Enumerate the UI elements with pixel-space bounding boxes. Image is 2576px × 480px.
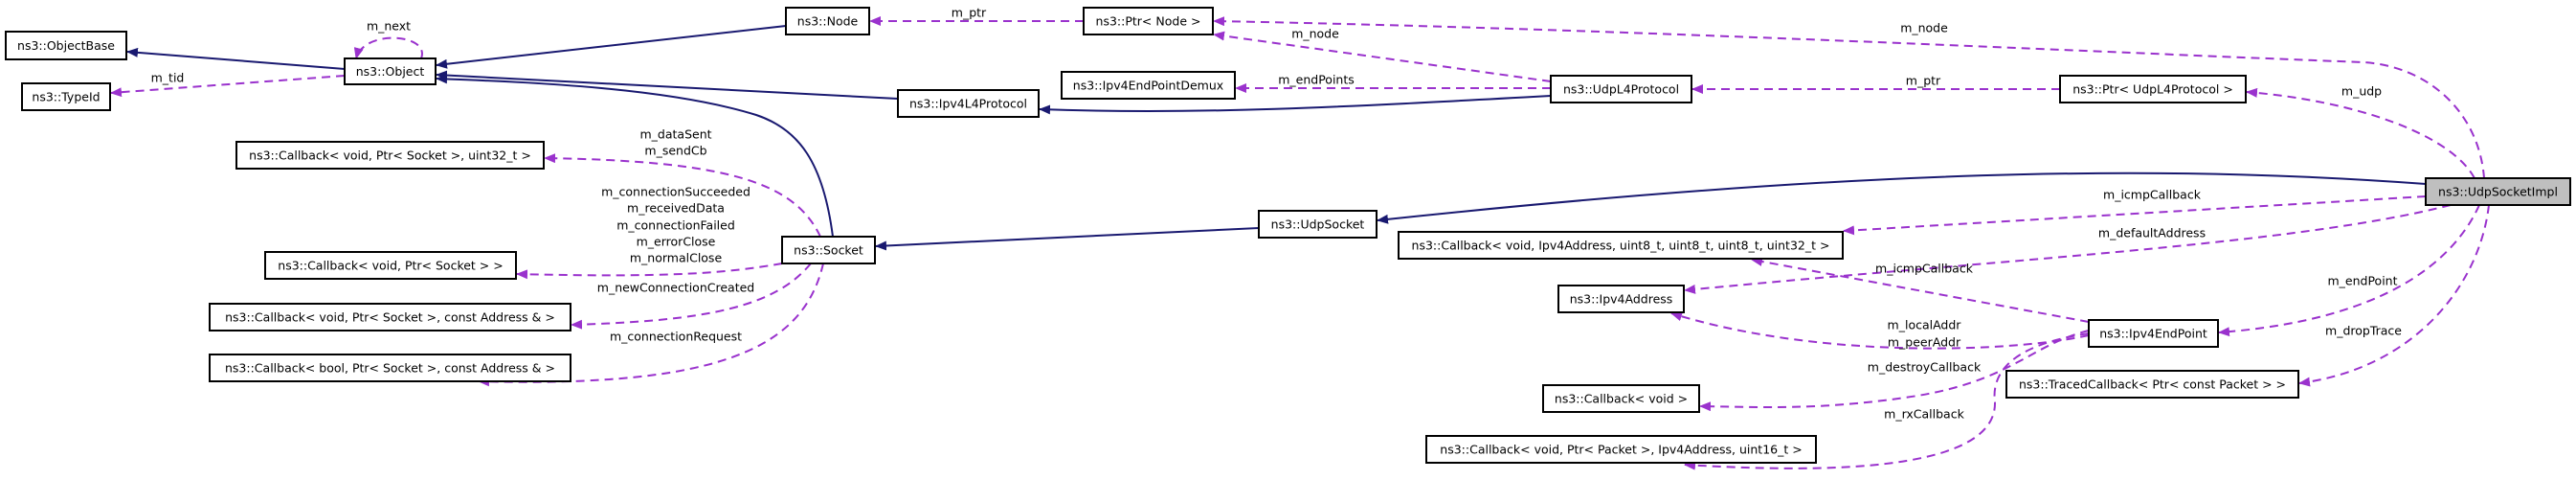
svg-text:ns3::Ipv4L4Protocol: ns3::Ipv4L4Protocol — [909, 97, 1027, 111]
node-traced-callback[interactable]: ns3::TracedCallback< Ptr< const Packet >… — [2005, 370, 2299, 399]
node-callback-bool-socket-address[interactable]: ns3::Callback< bool, Ptr< Socket >, cons… — [209, 354, 571, 382]
edge-labels: m_next m_tid m_dataSent m_sendCb m_conne… — [151, 6, 2403, 422]
edge-label: m_next — [367, 19, 411, 34]
edge-label: m_receivedData — [627, 201, 725, 216]
node-ptr-udp-l4-protocol[interactable]: ns3::Ptr< UdpL4Protocol > — [2059, 75, 2247, 103]
edge-ep-destroy — [1699, 330, 2090, 412]
svg-text:ns3::Callback< void >: ns3::Callback< void > — [1555, 392, 1688, 406]
edge-udpl4-ipv4l4 — [1039, 95, 1552, 115]
node-callback-void-socket[interactable]: ns3::Callback< void, Ptr< Socket > > — [264, 251, 517, 280]
svg-text:ns3::UdpSocket: ns3::UdpSocket — [1271, 217, 1365, 232]
node-ipv4-end-point-demux[interactable]: ns3::Ipv4EndPointDemux — [1061, 71, 1236, 100]
svg-text:ns3::Callback< void, Ptr< Sock: ns3::Callback< void, Ptr< Socket >, uint… — [249, 149, 531, 163]
edge-label: m_node — [1291, 27, 1339, 41]
edge-ipv4l4-object — [436, 70, 899, 100]
edge-udpsocketimpl-udpsocket — [1377, 171, 2427, 224]
node-ipv4-address[interactable]: ns3::Ipv4Address — [1557, 285, 1685, 313]
edge-label: m_peerAddr — [1888, 335, 1961, 350]
edge-label: m_node — [1900, 21, 1948, 35]
edge-impl-droptrace — [2298, 204, 2490, 387]
node-node[interactable]: ns3::Node — [785, 7, 870, 35]
svg-text:ns3::Callback< void, Ptr< Pack: ns3::Callback< void, Ptr< Packet >, Ipv4… — [1440, 443, 1802, 457]
svg-text:ns3::TypeId: ns3::TypeId — [32, 90, 100, 104]
svg-text:ns3::Ipv4EndPoint: ns3::Ipv4EndPoint — [2099, 327, 2207, 341]
node-ipv4-end-point[interactable]: ns3::Ipv4EndPoint — [2088, 319, 2219, 348]
edge-label: m_newConnectionCreated — [597, 281, 754, 295]
edge-m-next — [353, 36, 423, 59]
usage-edges — [110, 16, 2490, 470]
node-ipv4-l4-protocol[interactable]: ns3::Ipv4L4Protocol — [897, 89, 1040, 118]
edge-label: m_localAddr — [1888, 318, 1962, 332]
svg-text:ns3::Socket: ns3::Socket — [794, 243, 863, 258]
edge-label: m_icmpCallback — [2103, 188, 2202, 202]
node-ptr-node[interactable]: ns3::Ptr< Node > — [1083, 7, 1214, 35]
edge-socket-uint32 — [544, 153, 821, 238]
edge-socket-object — [436, 74, 834, 238]
node-udp-l4-protocol[interactable]: ns3::UdpL4Protocol — [1550, 75, 1692, 103]
edge-label: m_tid — [151, 71, 185, 85]
edge-impl-endpoint — [2218, 204, 2480, 337]
edge-impl-icmp — [1843, 195, 2427, 236]
edge-label: m_connectionSucceeded — [601, 185, 750, 199]
edge-label: m_defaultAddress — [2098, 226, 2206, 240]
svg-text:ns3::Ipv4EndPointDemux: ns3::Ipv4EndPointDemux — [1073, 79, 1223, 93]
nodes: ns3::ObjectBase ns3::Object ns3::TypeId … — [5, 7, 2571, 464]
edge-impl-ptrudp — [2246, 87, 2475, 179]
svg-text:ns3::Ipv4Address: ns3::Ipv4Address — [1570, 292, 1673, 307]
edge-label: m_connectionFailed — [616, 218, 735, 233]
edge-ep-ipv4address — [1670, 311, 2090, 350]
node-udp-socket[interactable]: ns3::UdpSocket — [1258, 210, 1378, 239]
edge-label: m_errorClose — [637, 235, 716, 249]
edge-label: m_dropTrace — [2325, 324, 2402, 338]
edge-object-objectbase — [126, 47, 346, 70]
node-type-id[interactable]: ns3::TypeId — [21, 82, 111, 111]
edge-label: m_ptr — [1906, 74, 1941, 88]
edge-label: m_endPoint — [2327, 274, 2397, 288]
edge-label: m_sendCb — [644, 144, 706, 158]
edge-socket-newconn — [571, 263, 812, 330]
node-object-base[interactable]: ns3::ObjectBase — [5, 31, 127, 60]
svg-text:ns3::ObjectBase: ns3::ObjectBase — [17, 38, 115, 53]
edge-socket-void — [516, 263, 783, 280]
edge-label: m_icmpCallback — [1875, 262, 1974, 276]
node-udp-socket-impl[interactable]: ns3::UdpSocketImpl — [2425, 177, 2571, 206]
node-socket[interactable]: ns3::Socket — [781, 236, 876, 264]
inheritance-edges — [126, 25, 2427, 251]
edge-impl-ptrnode — [1213, 16, 2485, 179]
edge-label: m_rxCallback — [1884, 407, 1964, 422]
edge-udpl4-ptrnode — [1213, 31, 1552, 82]
node-callback-void-socket-address[interactable]: ns3::Callback< void, Ptr< Socket >, cons… — [209, 303, 571, 331]
svg-text:ns3::Ptr< UdpL4Protocol >: ns3::Ptr< UdpL4Protocol > — [2072, 82, 2233, 97]
edge-label: m_dataSent — [639, 127, 711, 142]
node-callback-void[interactable]: ns3::Callback< void > — [1542, 384, 1700, 413]
svg-text:ns3::Node: ns3::Node — [797, 14, 859, 29]
edge-label: m_normalClose — [630, 251, 723, 265]
edge-udpsocket-socket — [875, 227, 1260, 251]
edge-label: m_ptr — [952, 6, 987, 20]
svg-text:ns3::Ptr< Node >: ns3::Ptr< Node > — [1096, 14, 1201, 29]
svg-text:ns3::Object: ns3::Object — [356, 64, 425, 79]
edge-label: m_destroyCallback — [1868, 360, 1982, 375]
svg-text:ns3::Callback< void, Ipv4Addre: ns3::Callback< void, Ipv4Address, uint8_… — [1412, 239, 1830, 253]
edge-label: m_udp — [2341, 84, 2382, 99]
edge-label: m_connectionRequest — [610, 330, 742, 344]
svg-text:ns3::Callback< bool, Ptr< Sock: ns3::Callback< bool, Ptr< Socket >, cons… — [225, 361, 555, 376]
edge-m-tid — [110, 75, 346, 98]
node-callback-rx[interactable]: ns3::Callback< void, Ptr< Packet >, Ipv4… — [1425, 435, 1817, 464]
svg-text:ns3::Callback< void, Ptr< Sock: ns3::Callback< void, Ptr< Socket >, cons… — [225, 310, 555, 325]
svg-text:ns3::TracedCallback< Ptr< cons: ns3::TracedCallback< Ptr< const Packet >… — [2019, 377, 2286, 392]
svg-text:ns3::Callback< void, Ptr< Sock: ns3::Callback< void, Ptr< Socket > > — [278, 259, 503, 273]
node-object[interactable]: ns3::Object — [344, 57, 437, 85]
edge-label: m_endPoints — [1278, 73, 1355, 87]
edge-node-object — [436, 25, 787, 69]
edge-impl-defaultaddress — [1684, 204, 2452, 294]
node-callback-void-socket-uint32[interactable]: ns3::Callback< void, Ptr< Socket >, uint… — [235, 141, 545, 170]
svg-text:ns3::UdpSocketImpl: ns3::UdpSocketImpl — [2438, 185, 2558, 199]
svg-text:ns3::UdpL4Protocol: ns3::UdpL4Protocol — [1563, 82, 1679, 97]
edge-ep-rx — [1684, 332, 2090, 470]
node-callback-icmp[interactable]: ns3::Callback< void, Ipv4Address, uint8_… — [1398, 231, 1844, 260]
